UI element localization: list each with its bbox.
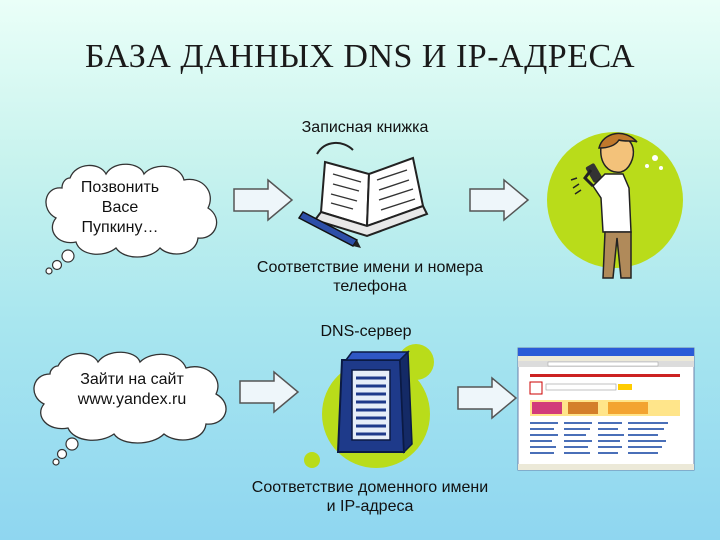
arrow-right-icon	[469, 178, 530, 222]
person-phone-icon	[547, 132, 683, 279]
browser-window-icon	[517, 347, 695, 471]
slide-title: БАЗА ДАННЫХ DNS И IP-АДРЕСА	[84, 38, 635, 75]
cloud-line: Позвонить	[80, 179, 160, 196]
label-line: и IP-адреса	[326, 498, 414, 515]
cloud-text-visit: Зайти на сайт www.yandex.ru	[42, 370, 222, 410]
thought-cloud-icon	[45, 163, 218, 275]
cloud-line: www.yandex.ru	[77, 391, 187, 408]
label-line: Соответствие имени и номера	[256, 259, 484, 276]
domain-ip-label: Соответствие доменного имени и IP-адреса	[222, 478, 518, 516]
cloud-text-call: Позвонить Васе Пупкину…	[50, 178, 190, 238]
arrow-right-icon	[457, 376, 518, 420]
notebook-pen-icon	[297, 142, 429, 248]
label-line: Соответствие доменного имени	[251, 479, 489, 496]
notebook-label: Записная книжка	[301, 119, 429, 136]
arrow-right-icon	[239, 370, 300, 414]
dns-server-label: DNS-сервер	[320, 323, 412, 340]
cloud-line: Пупкину…	[81, 219, 159, 236]
label-line: телефона	[333, 278, 407, 295]
cloud-line: Зайти на сайт	[80, 371, 184, 388]
name-phone-label: Соответствие имени и номера телефона	[222, 258, 518, 296]
arrow-right-icon	[233, 178, 294, 222]
server-icon	[304, 344, 434, 468]
thought-cloud-icon	[33, 351, 227, 466]
cloud-line: Васе	[101, 199, 139, 216]
